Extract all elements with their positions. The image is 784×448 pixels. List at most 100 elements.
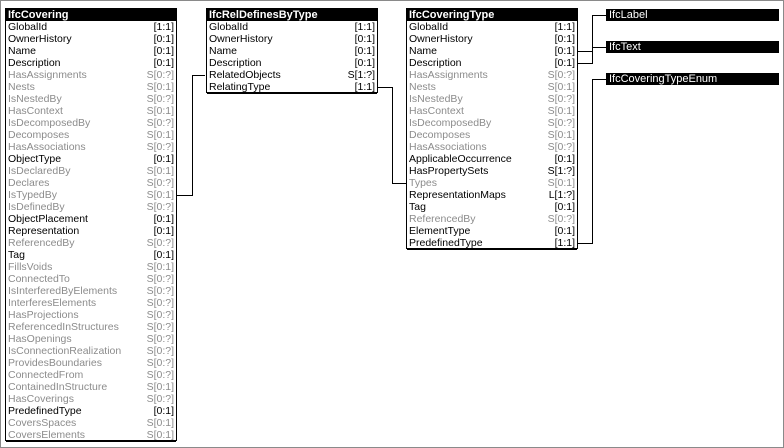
attribute-row[interactable]: RelatingType[1:1] — [207, 81, 377, 94]
attribute-cardinality: [0:1] — [153, 213, 174, 225]
attribute-row[interactable]: PredefinedType[1:1] — [407, 237, 577, 250]
attribute-row[interactable]: OwnerHistory[0:1] — [407, 33, 577, 45]
type-ifctext[interactable]: IfcText — [606, 41, 779, 53]
attribute-cardinality: [0:1] — [554, 225, 575, 237]
attribute-cardinality: S[0:?] — [146, 201, 174, 213]
attribute-name: Declares — [8, 177, 50, 189]
attribute-row[interactable]: OwnerHistory[0:1] — [207, 33, 377, 45]
entity-ifcreldefinesbytype[interactable]: IfcRelDefinesByType GlobalId[1:1]OwnerHi… — [206, 8, 378, 94]
attribute-name: Nests — [409, 81, 436, 93]
attribute-name: InterferesElements — [8, 297, 97, 309]
attribute-name: RelatedObjects — [209, 69, 281, 81]
attribute-row[interactable]: Description[0:1] — [407, 57, 577, 69]
attribute-row[interactable]: Description[0:1] — [6, 57, 176, 69]
attribute-row[interactable]: ElementType[0:1] — [407, 225, 577, 237]
attribute-name: OwnerHistory — [209, 33, 273, 45]
attribute-name: Decomposes — [409, 129, 471, 141]
attribute-row[interactable]: Tag[0:1] — [6, 249, 176, 261]
attribute-row[interactable]: GlobalId[1:1] — [6, 21, 176, 33]
attribute-row[interactable]: GlobalId[1:1] — [207, 21, 377, 33]
attribute-name: IsDecomposedBy — [409, 117, 492, 129]
type-ifclabel[interactable]: IfcLabel — [606, 9, 779, 21]
attribute-row[interactable]: ObjectType[0:1] — [6, 153, 176, 165]
type-ifccoveringtypeenum[interactable]: IfcCoveringTypeEnum — [606, 73, 779, 85]
attribute-row[interactable]: OwnerHistory[0:1] — [6, 33, 176, 45]
attribute-row[interactable]: ApplicableOccurrence[0:1] — [407, 153, 577, 165]
attribute-name: IsDecomposedBy — [8, 117, 91, 129]
attribute-row[interactable]: Representation[0:1] — [6, 225, 176, 237]
attribute-name: Decomposes — [8, 129, 70, 141]
attribute-cardinality: [0:1] — [354, 57, 375, 69]
attribute-row[interactable]: PredefinedType [0:1] — [6, 405, 176, 417]
attribute-cardinality: S[0:1] — [146, 105, 174, 117]
attribute-name: ObjectPlacement — [8, 213, 88, 225]
attribute-row[interactable]: Tag[0:1] — [407, 201, 577, 213]
entity-ifccoveringtype[interactable]: IfcCoveringType GlobalId[1:1]OwnerHistor… — [406, 8, 578, 250]
attribute-name: HasAssignments — [8, 69, 87, 81]
attribute-name: ApplicableOccurrence — [409, 153, 512, 165]
attribute-name: RepresentationMaps — [409, 189, 506, 201]
attribute-cardinality: [0:1] — [153, 405, 174, 417]
attribute-row[interactable]: Name[0:1] — [6, 45, 176, 57]
attribute-name: HasAssignments — [409, 69, 488, 81]
entity-ifccovering[interactable]: IfcCovering GlobalId[1:1]OwnerHistory[0:… — [5, 8, 177, 442]
attribute-name: Description — [409, 57, 462, 69]
entity-title[interactable]: IfcRelDefinesByType — [207, 9, 377, 21]
attribute-name: PredefinedType — [8, 405, 82, 417]
attribute-name: Name — [8, 45, 37, 57]
attribute-row[interactable]: GlobalId[1:1] — [407, 21, 577, 33]
attribute-row[interactable]: Description[0:1] — [207, 57, 377, 69]
attribute-name: Types — [409, 177, 438, 189]
entity-title[interactable]: IfcCovering — [6, 9, 176, 21]
attribute-row[interactable]: Name[0:1] — [207, 45, 377, 57]
attribute-row[interactable]: Name[0:1] — [407, 45, 577, 57]
entity-title[interactable]: IfcCoveringType — [407, 9, 577, 21]
attribute-cardinality: S[0:?] — [146, 69, 174, 81]
attribute-cardinality: S[0:?] — [547, 93, 575, 105]
attribute-row[interactable]: HasAssignments S[0:?] — [6, 69, 176, 81]
attribute-cardinality: [1:1] — [354, 21, 375, 33]
attribute-cardinality: S[1:?] — [547, 165, 575, 177]
attribute-cardinality: [0:1] — [153, 249, 174, 261]
attribute-cardinality: S[0:?] — [146, 393, 174, 405]
attribute-cardinality: S[0:?] — [146, 237, 174, 249]
attribute-row[interactable]: ObjectPlacement [0:1] — [6, 213, 176, 225]
